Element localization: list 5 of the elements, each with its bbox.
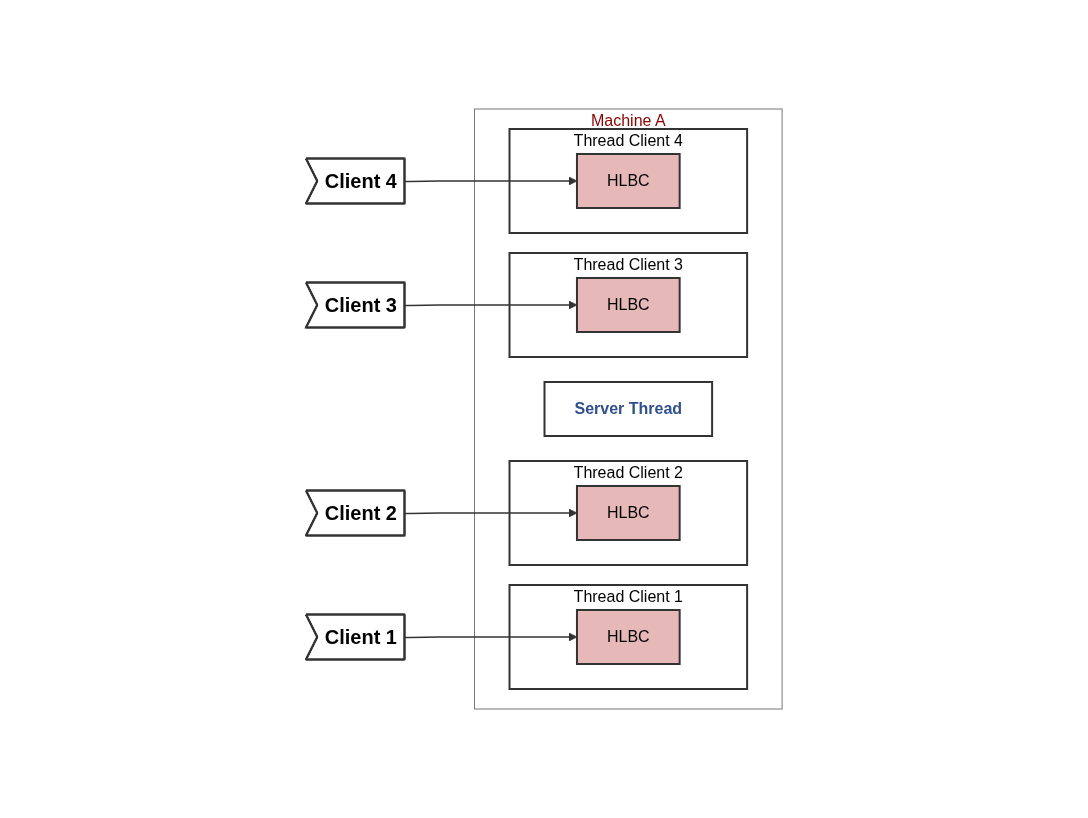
node-box: HLBC — [575, 277, 681, 333]
node-box: HLBC — [575, 153, 681, 209]
node-box: HLBC — [575, 609, 681, 665]
node-box: HLBC — [575, 485, 681, 541]
node-box: Server Thread — [543, 381, 714, 437]
